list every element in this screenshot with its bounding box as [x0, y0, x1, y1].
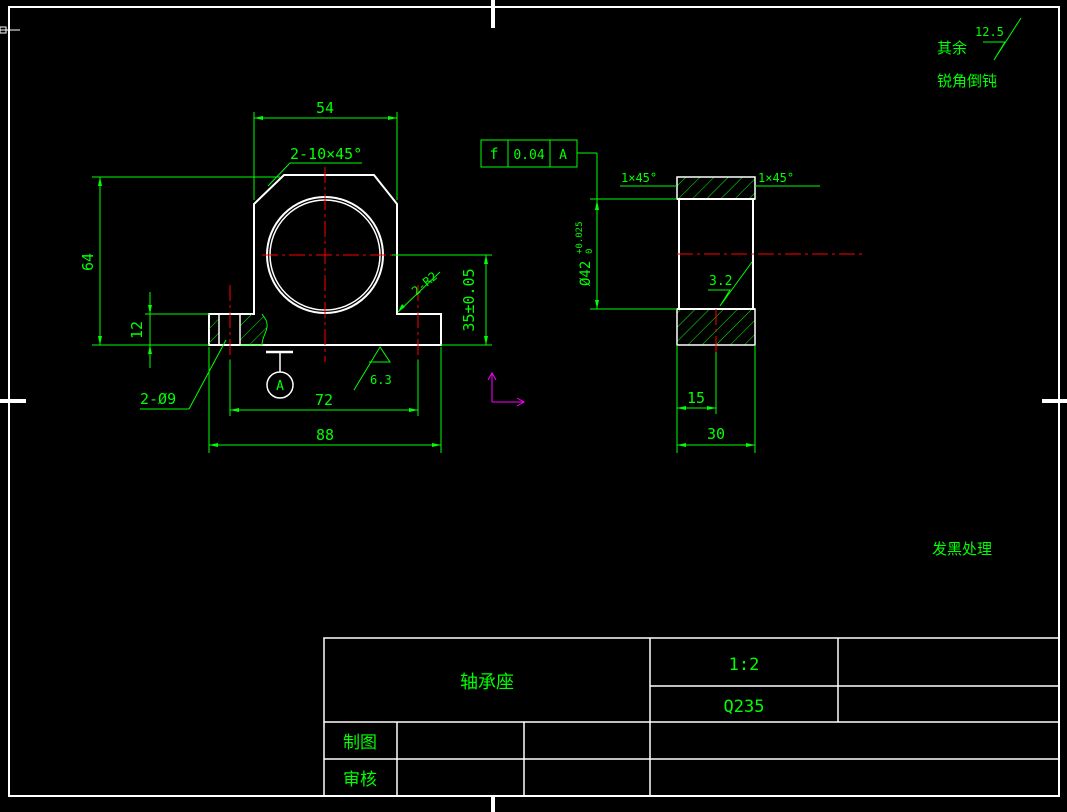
chamfer-left: 1×45° — [621, 171, 657, 185]
roughness-rest-value: 12.5 — [975, 25, 1004, 39]
roughness-bore: 3.2 — [709, 274, 732, 289]
roughness-rest-note: 其余 12.5 — [937, 17, 1022, 61]
dim-top-width: 54 — [316, 99, 334, 117]
rest-label: 其余 — [937, 39, 967, 57]
dim-height: 64 — [79, 253, 97, 271]
scale: 1:2 — [729, 655, 760, 675]
bore-tol-upper: +0.025 — [575, 221, 585, 254]
drawn-label: 制图 — [343, 733, 377, 753]
hole-section-hatch — [209, 314, 219, 345]
side-centerlines — [677, 253, 865, 352]
dim-holes: 2-Ø9 — [140, 390, 176, 408]
front-centerlines — [229, 167, 419, 372]
hole-section-break — [239, 313, 268, 346]
checked-label: 审核 — [343, 770, 377, 790]
front-dim-arrows — [98, 116, 488, 447]
tolerance-value: 0.04 — [513, 148, 544, 163]
dim-half-width: 15 — [687, 389, 705, 407]
tolerance-symbol: f — [489, 145, 498, 163]
dim-fillet: 2-R2 — [409, 269, 440, 298]
roughness-rest-symbol — [983, 17, 1022, 61]
treatment-note: 发黑处理 — [932, 540, 992, 558]
side-view: f 0.04 A — [480, 139, 865, 453]
bore-tol-lower: 0 — [585, 249, 595, 254]
datum-a-symbol — [266, 350, 294, 399]
ucs-icon — [487, 371, 526, 407]
part-name: 轴承座 — [460, 672, 514, 693]
side-hatch-top — [676, 176, 756, 200]
datum-a-label: A — [276, 379, 284, 394]
front-view: A 54 2-10×45° 64 12 35±0.05 2-R2 2-Ø9 72… — [79, 99, 492, 453]
chamfer-note: 锐角倒钝 — [937, 72, 997, 90]
tolerance-frame — [480, 139, 598, 220]
dim-base-height: 12 — [128, 321, 146, 339]
front-body-outline — [208, 174, 442, 346]
front-dimension-lines — [92, 112, 492, 453]
dim-total-width: 88 — [316, 426, 334, 444]
roughness-base-value: 6.3 — [370, 373, 392, 387]
tolerance-datum: A — [559, 148, 567, 163]
title-block — [323, 637, 1060, 797]
dim-chamfer: 2-10×45° — [290, 145, 362, 163]
crosshair-cursor — [0, 26, 20, 34]
dim-width: 30 — [707, 425, 725, 443]
material: Q235 — [724, 697, 765, 717]
bore-dim: Ø42 — [578, 261, 594, 286]
dim-center-height: 35±0.05 — [460, 268, 478, 331]
bore-dimension: Ø42 +0.025 0 — [575, 221, 595, 286]
side-dim-arrows — [595, 300, 755, 447]
dim-hole-spacing: 72 — [315, 391, 333, 409]
chamfer-right: 1×45° — [758, 171, 794, 185]
